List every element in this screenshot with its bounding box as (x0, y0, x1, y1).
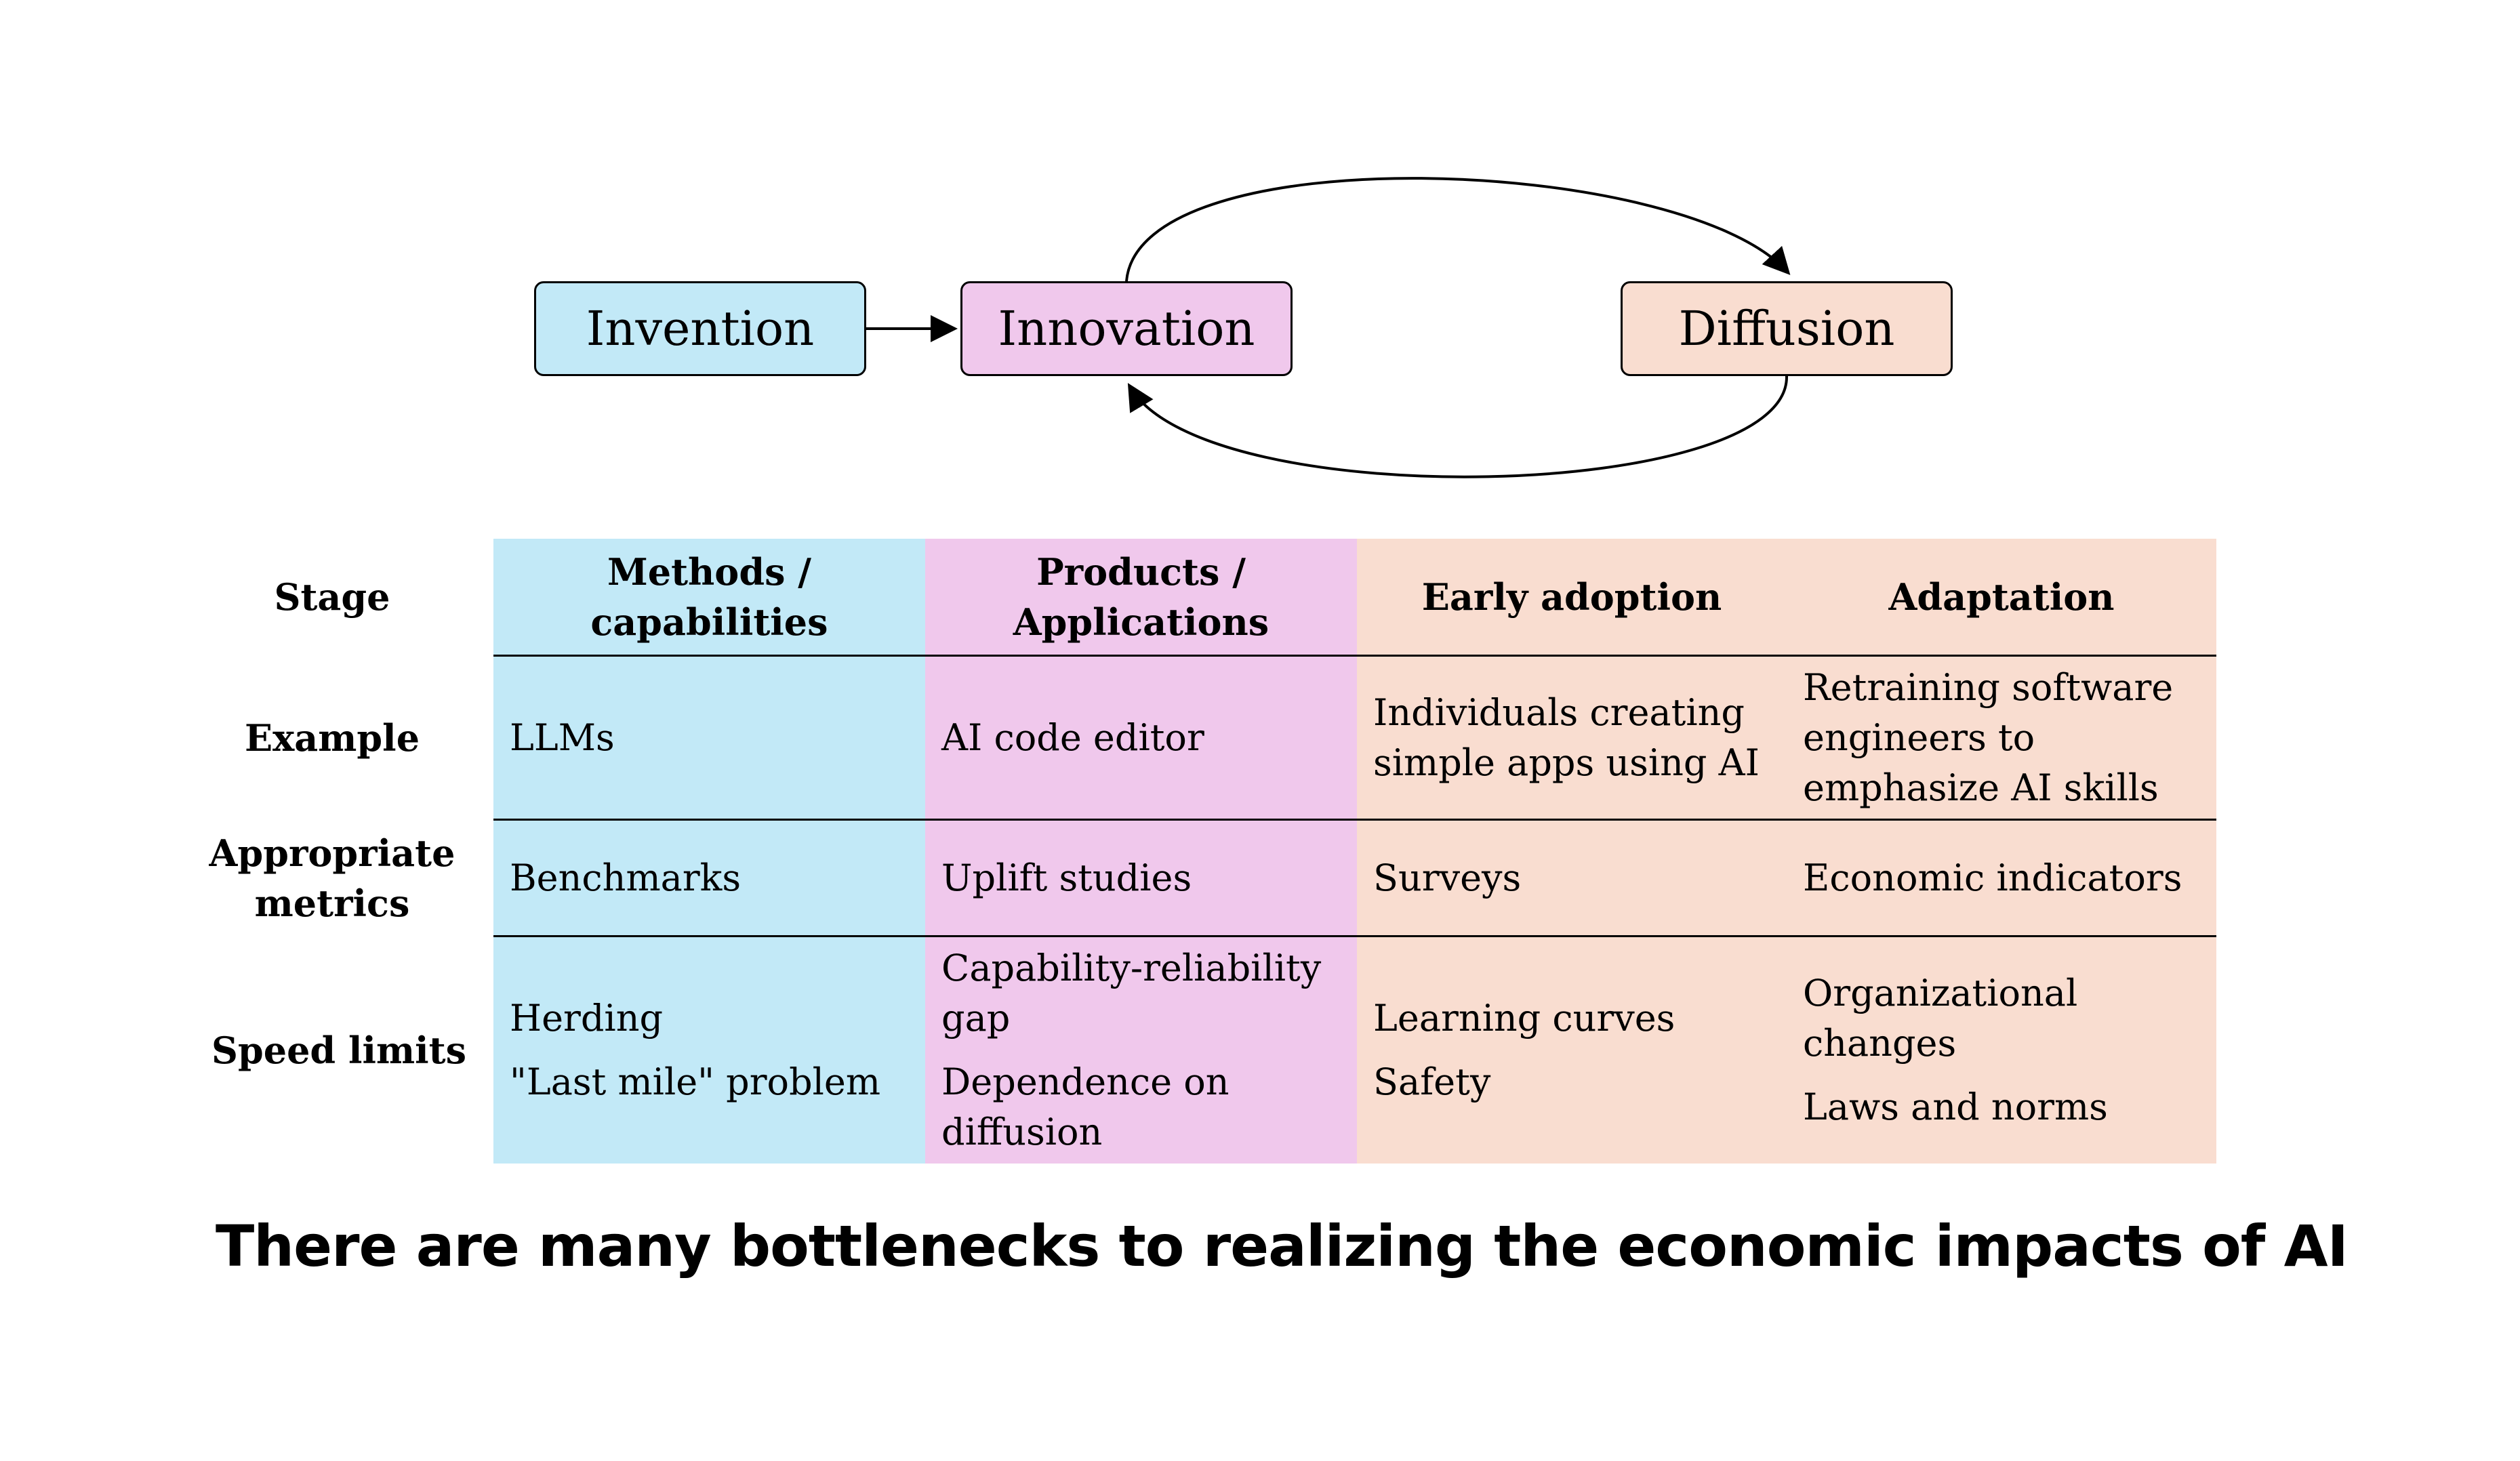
speed-limits-adaptation: Organizational changes Laws and norms (1787, 937, 2216, 1164)
example-adaptation: Retraining software engineers to emphasi… (1803, 665, 2174, 809)
speed-limit-item: Laws and norms (1803, 1086, 2108, 1128)
header-products: Products / Applications (1013, 550, 1269, 644)
flow-diagram (866, 177, 1791, 478)
speed-limits-methods: Herding "Last mile" problem (493, 937, 925, 1164)
speed-limits-early-adoption: Learning curves Safety (1357, 937, 1787, 1164)
edge-innovation-diffusion (1125, 177, 1791, 282)
metric-methods: Benchmarks (510, 856, 741, 899)
speed-limit-item: Dependence on diffusion (941, 1061, 1229, 1153)
caption: There are many bottlenecks to realizing … (216, 1213, 2349, 1279)
example-products: AI code editor (941, 716, 1204, 759)
header-adaptation: Adaptation (1888, 575, 2115, 619)
column-band-early-adoption (1357, 539, 1787, 1164)
column-band-adaptation (1787, 539, 2216, 1164)
speed-limit-item: "Last mile" problem (510, 1061, 881, 1103)
speed-limits-products: Capability-reliability gap Dependence on… (925, 937, 1357, 1164)
row-divider (493, 819, 2216, 821)
metric-adaptation: Economic indicators (1803, 856, 2182, 899)
header-early-adoption: Early adoption (1421, 575, 1722, 619)
metric-early-adoption: Surveys (1373, 856, 1522, 899)
node-innovation: Innovation (960, 281, 1293, 376)
node-diffusion: Diffusion (1621, 281, 1953, 376)
row-divider (493, 655, 2216, 657)
column-band-methods (493, 539, 925, 1164)
speed-limit-item: Organizational changes (1803, 972, 2078, 1065)
row-divider (493, 935, 2216, 937)
speed-limit-item: Learning curves (1373, 997, 1675, 1040)
row-label-speed-limits: Speed limits (211, 1029, 467, 1072)
example-methods: LLMs (510, 716, 615, 759)
example-early-adoption: Individuals creating simple apps using A… (1373, 691, 1760, 784)
speed-limit-item: Safety (1373, 1061, 1491, 1103)
metric-products: Uplift studies (941, 856, 1192, 899)
column-band-products (925, 539, 1357, 1164)
row-label-example: Example (244, 716, 420, 760)
header-methods: Methods / capabilities (590, 550, 828, 644)
row-label-metrics: Appropriate metrics (209, 831, 455, 925)
node-invention: Invention (534, 281, 866, 376)
speed-limit-item: Capability-reliability gap (941, 947, 1322, 1040)
edge-diffusion-innovation (1127, 375, 1789, 478)
speed-limit-item: Herding (510, 997, 664, 1040)
row-label-stage: Stage (274, 575, 390, 619)
